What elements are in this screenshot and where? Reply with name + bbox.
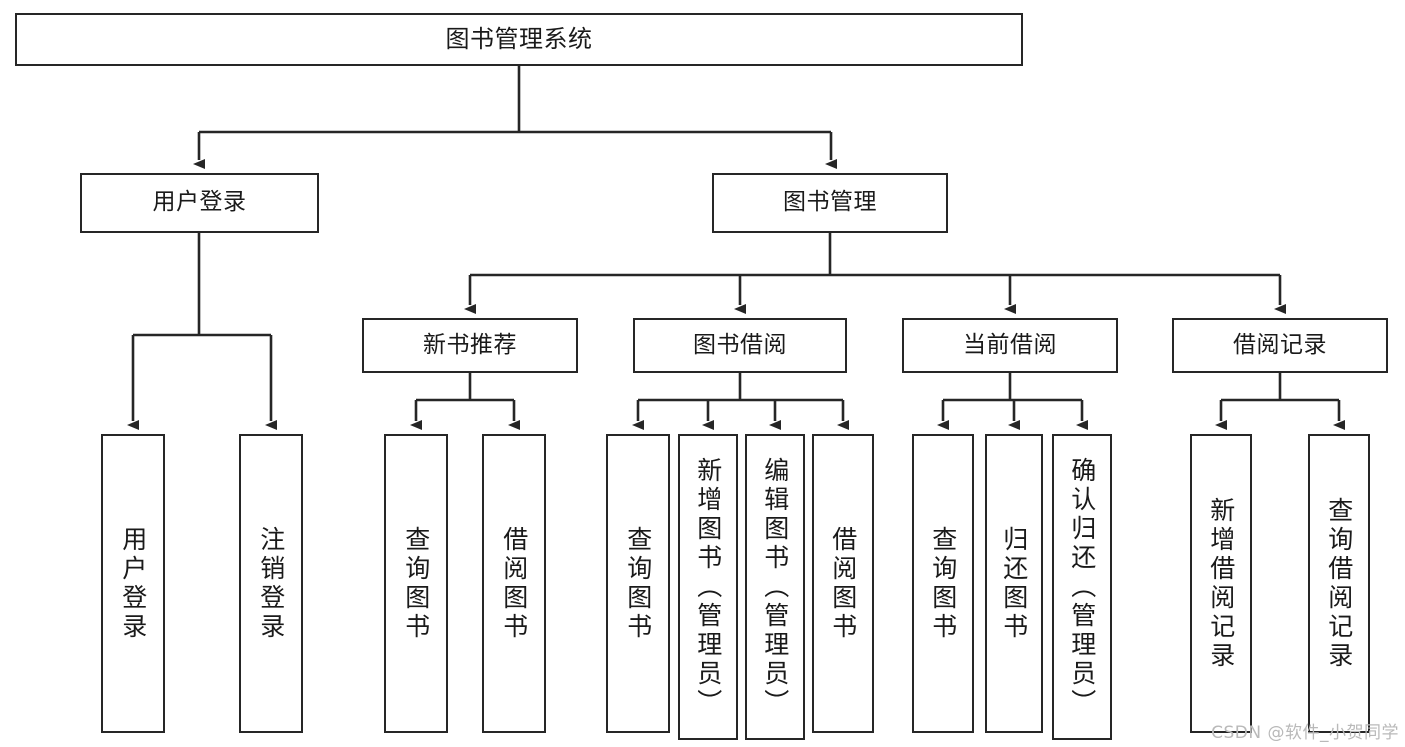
node-leaf-add-book-admin[interactable]: 新增图书（管理员） [678, 434, 738, 740]
node-label: 借阅图书 [499, 525, 529, 642]
node-label: 编辑图书（管理员） [760, 456, 790, 718]
node-label: 查询借阅记录 [1324, 496, 1354, 671]
node-label: 新增借阅记录 [1206, 496, 1236, 671]
watermark: CSDN @软件_小贺同学 [1211, 723, 1399, 743]
node-book-borrow[interactable]: 图书借阅 [633, 318, 847, 373]
node-leaf-edit-book-admin[interactable]: 编辑图书（管理员） [745, 434, 805, 740]
node-leaf-query-book-borrow[interactable]: 查询图书 [606, 434, 670, 733]
node-label: 图书管理 [783, 189, 877, 216]
node-label: 查询图书 [401, 525, 431, 642]
node-leaf-query-book-new[interactable]: 查询图书 [384, 434, 448, 733]
node-label: 查询图书 [928, 525, 958, 642]
node-label: 确认归还（管理员） [1067, 456, 1097, 718]
node-label: 用户登录 [152, 189, 247, 216]
node-current-borrow[interactable]: 当前借阅 [902, 318, 1118, 373]
node-leaf-return-book[interactable]: 归还图书 [985, 434, 1043, 733]
node-label: 用户登录 [118, 525, 148, 642]
node-leaf-logout[interactable]: 注销登录 [239, 434, 303, 733]
node-root-system[interactable]: 图书管理系统 [15, 13, 1023, 66]
node-label: 图书借阅 [693, 331, 787, 358]
node-leaf-query-borrow-record[interactable]: 查询借阅记录 [1308, 434, 1370, 733]
node-label: 新书推荐 [423, 331, 517, 358]
node-user-login[interactable]: 用户登录 [80, 173, 319, 233]
node-leaf-user-login[interactable]: 用户登录 [101, 434, 165, 733]
node-label: 当前借阅 [963, 331, 1057, 358]
node-label: 新增图书（管理员） [693, 456, 723, 718]
node-label: 图书管理系统 [445, 25, 593, 54]
node-borrow-record[interactable]: 借阅记录 [1172, 318, 1388, 373]
node-book-management[interactable]: 图书管理 [712, 173, 948, 233]
node-leaf-query-book-current[interactable]: 查询图书 [912, 434, 974, 733]
node-label: 借阅图书 [828, 525, 858, 642]
node-leaf-borrow-book-new[interactable]: 借阅图书 [482, 434, 546, 733]
node-leaf-borrow-book[interactable]: 借阅图书 [812, 434, 874, 733]
node-leaf-confirm-return-admin[interactable]: 确认归还（管理员） [1052, 434, 1112, 740]
node-new-book-recommend[interactable]: 新书推荐 [362, 318, 578, 373]
node-leaf-add-borrow-record[interactable]: 新增借阅记录 [1190, 434, 1252, 733]
node-label: 查询图书 [623, 525, 653, 642]
node-label: 注销登录 [256, 525, 286, 642]
node-label: 归还图书 [999, 525, 1029, 642]
node-label: 借阅记录 [1233, 331, 1327, 358]
